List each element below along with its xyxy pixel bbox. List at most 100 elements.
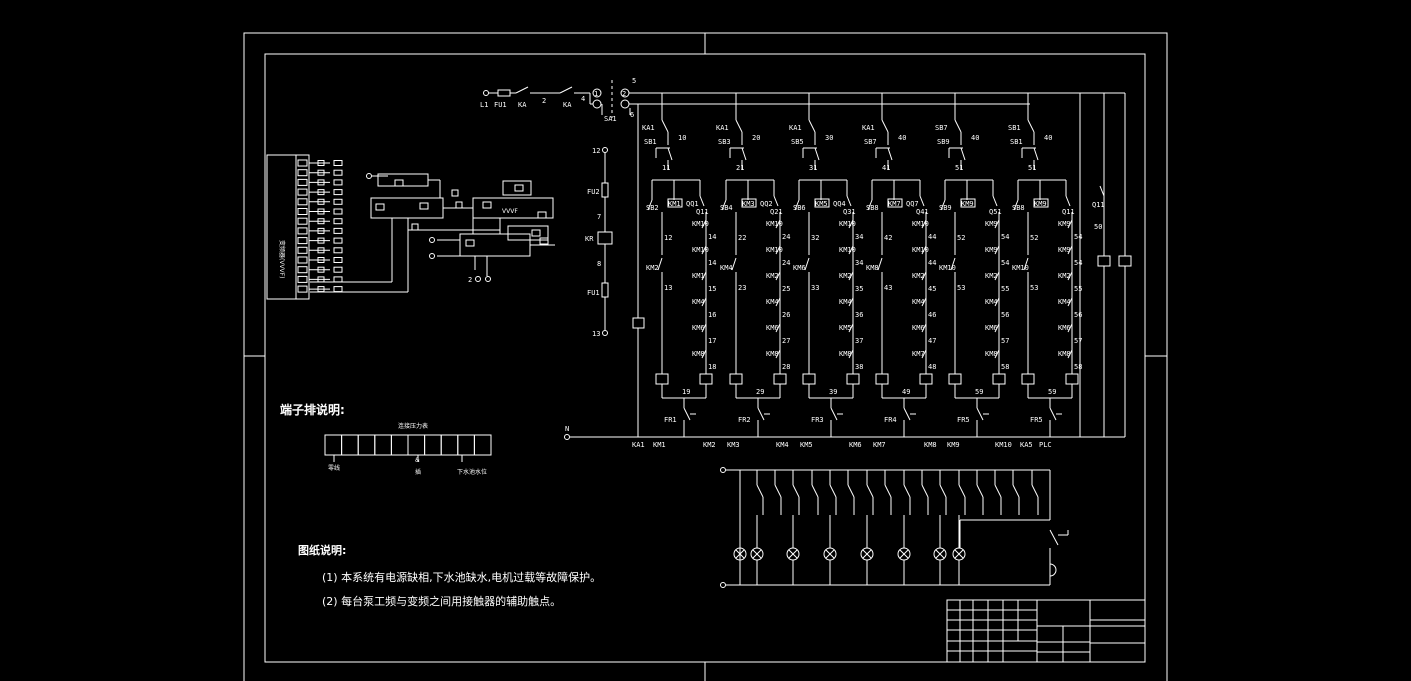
label-fu1: FU1 bbox=[587, 289, 600, 297]
n-bus-label: KM7 bbox=[873, 441, 886, 449]
interlock-label: KM8 bbox=[692, 350, 705, 358]
km2-label: KM10 bbox=[939, 264, 956, 272]
q-contact bbox=[992, 195, 998, 207]
terminal-pad bbox=[317, 227, 325, 234]
sb-label: SB1 bbox=[1010, 138, 1023, 146]
interlock-contact bbox=[775, 349, 781, 359]
km2-label: KM2 bbox=[646, 264, 659, 272]
indicator-lamps bbox=[733, 470, 1039, 585]
interlock-contact bbox=[994, 271, 1000, 281]
n-bus-label: KM4 bbox=[776, 441, 789, 449]
node-label: 57 bbox=[1001, 337, 1009, 345]
interlock-contact bbox=[775, 297, 781, 307]
notes-line-2: (2) 每台泵工频与变频之间用接触器的辅助触点。 bbox=[322, 594, 561, 608]
node-label: 51 bbox=[955, 164, 963, 172]
interlock-contact bbox=[848, 349, 854, 359]
terminal-left: 零线 bbox=[328, 464, 340, 472]
node-label: 24 bbox=[782, 233, 790, 241]
km-label: KM3 bbox=[742, 200, 755, 208]
fr-label: FR2 bbox=[738, 416, 751, 424]
interlock-contact bbox=[775, 219, 781, 229]
node-label: 38 bbox=[855, 363, 863, 371]
lamp-switch bbox=[756, 470, 764, 515]
interlock-contact bbox=[848, 245, 854, 255]
km-box bbox=[887, 198, 903, 208]
terminal-mid2: 插 bbox=[415, 468, 421, 476]
km2-contact bbox=[804, 257, 810, 271]
sb-contact bbox=[741, 147, 747, 161]
control-column bbox=[597, 147, 613, 336]
lamp-cross bbox=[935, 549, 945, 559]
sb2-label: SB6 bbox=[793, 204, 806, 212]
right-coils bbox=[1079, 93, 1132, 437]
terminal-cell bbox=[297, 285, 308, 293]
km2-contact bbox=[657, 257, 663, 271]
coil-right bbox=[846, 373, 860, 385]
bot-label: 29 bbox=[756, 388, 764, 396]
q-contact bbox=[773, 195, 779, 207]
q-label: Q11 bbox=[1062, 208, 1075, 216]
sb2-label: SB2 bbox=[646, 204, 659, 212]
terminal-pad bbox=[317, 160, 325, 166]
ka-label: KA1 bbox=[716, 124, 729, 132]
label-2: 2 bbox=[542, 97, 546, 105]
km-box bbox=[1033, 198, 1049, 208]
label-vvvf-2: 2 bbox=[468, 276, 472, 284]
fr-label: FR3 bbox=[811, 416, 824, 424]
ka-label: KA1 bbox=[642, 124, 655, 132]
interlock-contact bbox=[921, 245, 927, 255]
node-label: 41 bbox=[882, 164, 890, 172]
interlock-label: KM6 bbox=[985, 324, 998, 332]
interlock-contact bbox=[921, 219, 927, 229]
interlock-contact bbox=[994, 297, 1000, 307]
low-label: 23 bbox=[738, 284, 746, 292]
q-contact bbox=[1065, 195, 1071, 207]
low-label: 53 bbox=[957, 284, 965, 292]
switch-contact bbox=[921, 484, 929, 498]
km2-label: KM6 bbox=[793, 264, 806, 272]
interlock-contact bbox=[1067, 349, 1073, 359]
switch-contact bbox=[958, 484, 966, 498]
fr-contact bbox=[757, 407, 765, 421]
lamp-switch bbox=[884, 470, 892, 515]
interlock-label: KM4 bbox=[912, 298, 925, 306]
interlock-label: KM10 bbox=[912, 220, 929, 228]
label-vvvf: VVVF bbox=[502, 208, 518, 215]
coil-right bbox=[992, 373, 1006, 385]
interlock-label: KM10 bbox=[766, 220, 783, 228]
dn-label: 22 bbox=[738, 234, 746, 242]
switch-contact bbox=[939, 484, 947, 498]
node-label: 47 bbox=[928, 337, 936, 345]
interlock-contact bbox=[848, 271, 854, 281]
coil-right bbox=[919, 373, 933, 385]
terminal-pad bbox=[317, 179, 325, 186]
km-label: KM1 bbox=[668, 200, 681, 208]
interlock-label: KM10 bbox=[692, 246, 709, 254]
coil-right bbox=[1065, 373, 1079, 385]
terminal-pad bbox=[333, 257, 343, 263]
contact-ka bbox=[808, 119, 816, 133]
terminal-cell bbox=[297, 256, 308, 264]
dn-label: 52 bbox=[957, 234, 965, 242]
interlock-label: KM4 bbox=[1058, 298, 1071, 306]
node-label: 37 bbox=[855, 337, 863, 345]
node-label: 26 bbox=[782, 311, 790, 319]
node-label: 58 bbox=[1001, 363, 1009, 371]
sb-label: SB7 bbox=[864, 138, 877, 146]
interlock-label: KM10 bbox=[839, 220, 856, 228]
terminal-rows: 变频器(VVVF) bbox=[278, 159, 343, 293]
km-box bbox=[814, 198, 830, 208]
contact-ka bbox=[881, 119, 889, 133]
lamp-switch bbox=[774, 470, 782, 515]
interlock-label: KM9 bbox=[1058, 246, 1071, 254]
qq-label: QQ7 bbox=[906, 200, 919, 208]
lamp-switch bbox=[847, 470, 855, 515]
terminal-strip-cell bbox=[473, 434, 492, 456]
node-label: 14 bbox=[708, 259, 716, 267]
interlock-label: KM4 bbox=[692, 298, 705, 306]
node-label: 56 bbox=[1001, 311, 1009, 319]
node-label: 54 bbox=[1001, 259, 1009, 267]
